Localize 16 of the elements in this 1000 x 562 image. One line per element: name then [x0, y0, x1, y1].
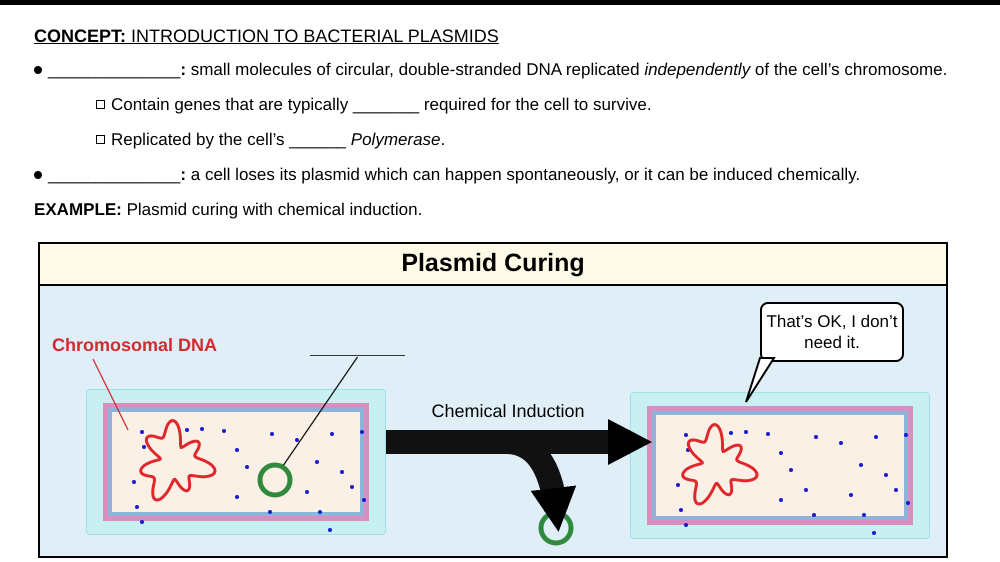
leader-line: [92, 358, 129, 430]
bacterial-cell: [86, 389, 386, 535]
bacterial-cell: [630, 392, 930, 539]
part-label: Chromosomal DNA: [52, 332, 214, 358]
concept-heading: CONCEPT: INTRODUCTION TO BACTERIAL PLASMIDS: [34, 25, 499, 48]
note-line: ______________: small molecules of circular, double-stranded DNA replicated independently of the cell’s chromosome.: [48, 59, 948, 81]
speech-bubble: That’s OK, I don’t need it.: [760, 302, 904, 362]
leader-line: [283, 356, 358, 466]
edge-label: Chemical Induction: [431, 400, 585, 423]
note-line: Replicated by the cell’s ______ Polymerase.: [111, 129, 446, 151]
note-line: Contain genes that are typically _______ required for the cell to survive.: [111, 94, 652, 116]
note-line: ______________: a cell loses its plasmid which can happen spontaneously, or it can be induced chemically.: [48, 164, 860, 186]
panel-title: Plasmid Curing: [401, 248, 585, 280]
example-line: EXAMPLE: Plasmid curing with chemical induction.: [34, 199, 422, 221]
plasmid-ring: [257, 462, 293, 498]
diagram-panel: [38, 242, 948, 558]
